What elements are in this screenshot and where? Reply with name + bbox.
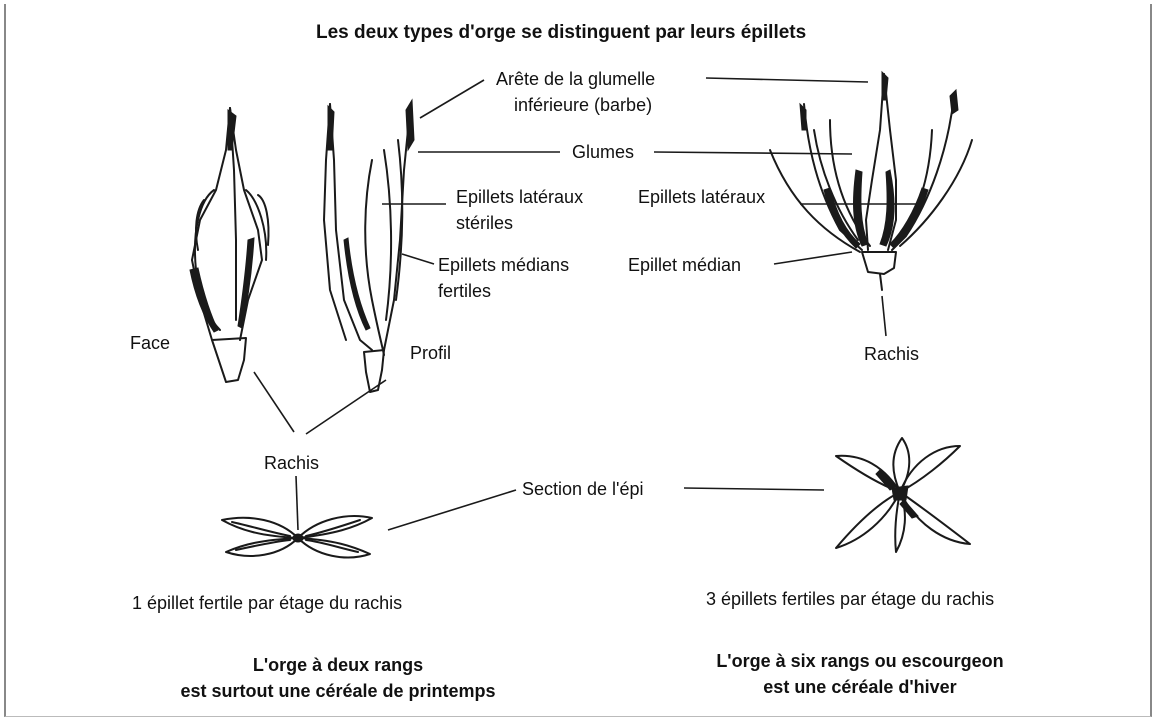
label-arete-line2: inférieure (barbe) — [514, 94, 652, 116]
figure-title: Les deux types d'orge se distinguent par… — [316, 22, 806, 44]
six-row-spikelet-drawing — [770, 72, 972, 290]
label-epillets-lateraux-steriles-line1: Epillets latéraux — [456, 186, 583, 208]
caption-right-type-line2: est une céréale d'hiver — [660, 676, 1060, 698]
label-profil: Profil — [410, 342, 451, 364]
face-spikelet-drawing — [190, 108, 269, 382]
six-row-section-drawing — [836, 438, 970, 552]
label-face: Face — [130, 332, 170, 354]
profile-spikelet-drawing — [324, 100, 414, 392]
label-epillets-medians-line1: Epillets médians — [438, 254, 569, 276]
label-epillets-lateraux: Epillets latéraux — [638, 186, 765, 208]
label-epillet-median: Epillet médian — [628, 254, 741, 276]
label-epillets-medians-line2: fertiles — [438, 280, 491, 302]
caption-left-count: 1 épillet fertile par étage du rachis — [132, 592, 402, 614]
label-rachis-left: Rachis — [264, 452, 319, 474]
caption-left-type-line2: est surtout une céréale de printemps — [128, 680, 548, 702]
caption-right-count: 3 épillets fertiles par étage du rachis — [706, 588, 994, 610]
caption-right-type-line1: L'orge à six rangs ou escourgeon — [660, 650, 1060, 672]
label-glumes: Glumes — [572, 141, 634, 163]
label-rachis-right: Rachis — [864, 343, 919, 365]
label-epillets-lateraux-steriles-line2: stériles — [456, 212, 513, 234]
caption-left-type-line1: L'orge à deux rangs — [128, 654, 548, 676]
label-section-epi: Section de l'épi — [522, 478, 644, 500]
label-arete-line1: Arête de la glumelle — [496, 68, 655, 90]
